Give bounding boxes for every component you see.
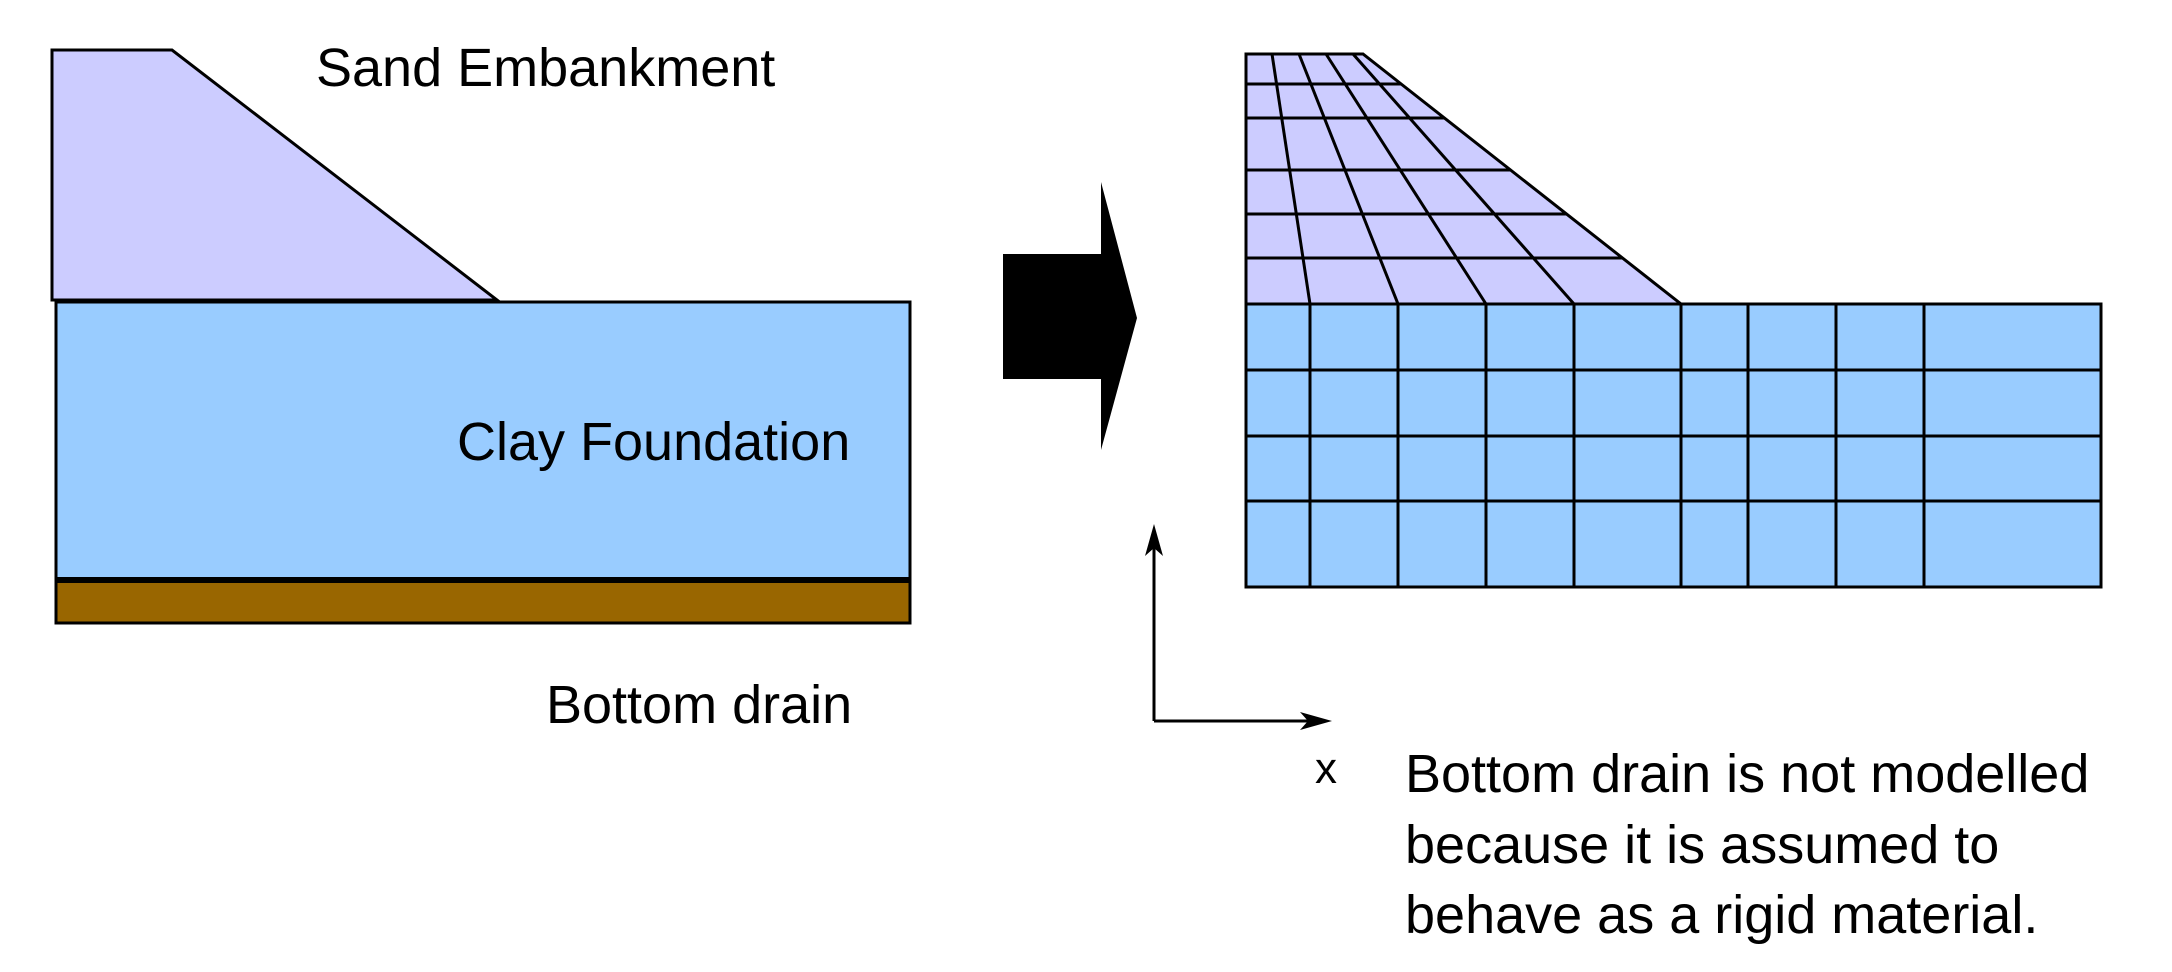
mesh-embankment-radial-line xyxy=(1297,53,1400,305)
x-axis-label: x xyxy=(1315,744,1337,793)
note-line-3: behave as a rigid material. xyxy=(1405,885,2038,945)
sand-embankment-shape xyxy=(50,48,502,302)
sand-embankment-label: Sand Embankment xyxy=(316,38,775,98)
transform-arrow xyxy=(1003,182,1137,450)
note-line-1: Bottom drain is not modelled xyxy=(1405,744,2089,804)
mesh-foundation-shape xyxy=(1244,302,2103,589)
note: Bottom drain is not modelled because it … xyxy=(1405,744,2089,945)
mesh-embankment-radial-line xyxy=(1351,53,1576,305)
mesh-lines xyxy=(1246,53,2101,587)
bottom-drain-label: Bottom drain xyxy=(546,675,852,735)
x-axis-arrowhead xyxy=(1300,712,1332,730)
mesh-section xyxy=(1244,52,2103,589)
clay-foundation-label: Clay Foundation xyxy=(457,412,850,472)
mesh-embankment-radial-line xyxy=(1324,53,1488,305)
mesh-embankment-radial-line xyxy=(1270,53,1312,305)
coordinate-axes: x xyxy=(1145,524,1337,793)
physical-section: Sand Embankment Clay Foundation Bottom d… xyxy=(50,38,912,735)
bottom-drain-shape xyxy=(54,578,912,625)
note-line-2: because it is assumed to xyxy=(1405,815,1999,875)
clay-foundation-shape xyxy=(54,300,912,582)
y-axis-arrowhead xyxy=(1145,524,1163,556)
